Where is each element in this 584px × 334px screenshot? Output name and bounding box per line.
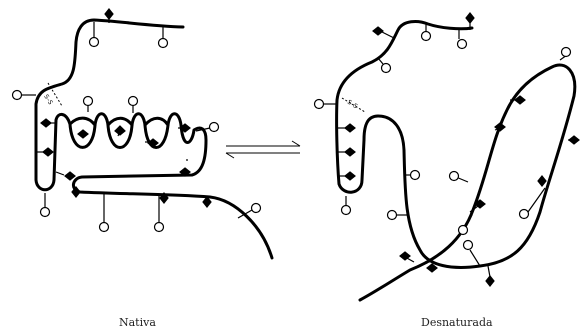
nonpolar-group-icon [427,264,437,272]
disulfide-label: S–S [346,99,359,111]
polar-group-icon [41,193,50,217]
polar-group-icon [378,58,391,73]
nonpolar-group-icon [115,126,125,136]
polar-group-icon [342,196,351,215]
nonpolar-group-icon [470,200,485,212]
nonpolar-group-icon [568,136,579,144]
polar-group-icon [464,241,481,267]
polar-group-icon [459,215,473,235]
polar-group-icon [315,100,337,109]
denatured-chain [337,22,575,300]
polar-group-icon [450,172,469,183]
polar-group-icon [84,97,93,113]
equilibrium-arrows [226,141,300,158]
native-chain [36,20,272,258]
nonpolar-group-icon [78,130,88,138]
nonpolar-group-icon [373,27,394,38]
nonpolar-group-icon [203,197,211,207]
polar-group-icon [422,24,431,41]
polar-group-icon [458,29,467,49]
nonpolar-group-icon [36,148,53,156]
native-protein: S–S [13,9,273,258]
nonpolar-group-icon [338,172,355,180]
polar-group-icon [159,26,168,48]
nonpolar-group-icon [56,172,75,180]
denatured-nonpolar-groups [337,13,579,286]
polar-group-icon [13,91,37,100]
denatured-protein: S–S [315,13,580,300]
nonpolar-group-icon [337,124,355,132]
nonpolar-group-icon [486,266,494,286]
denatured-label: Desnaturada [421,316,493,329]
polar-group-icon [388,211,409,220]
nonpolar-group-icon [400,252,414,262]
polar-group-icon [90,22,99,47]
polar-group-icon [100,194,109,232]
polar-group-icon [129,97,138,114]
nonpolar-group-icon [41,119,56,127]
nonpolar-group-icon [180,160,190,176]
native-label: Nativa [119,316,156,329]
polar-group-icon [405,171,420,180]
nonpolar-group-icon [495,123,505,131]
nonpolar-group-icon [337,148,355,156]
disulfide-label: S–S [42,93,54,106]
nonpolar-group-icon [538,176,546,186]
helix-back-strands [70,118,168,125]
polar-group-icon [560,48,571,61]
